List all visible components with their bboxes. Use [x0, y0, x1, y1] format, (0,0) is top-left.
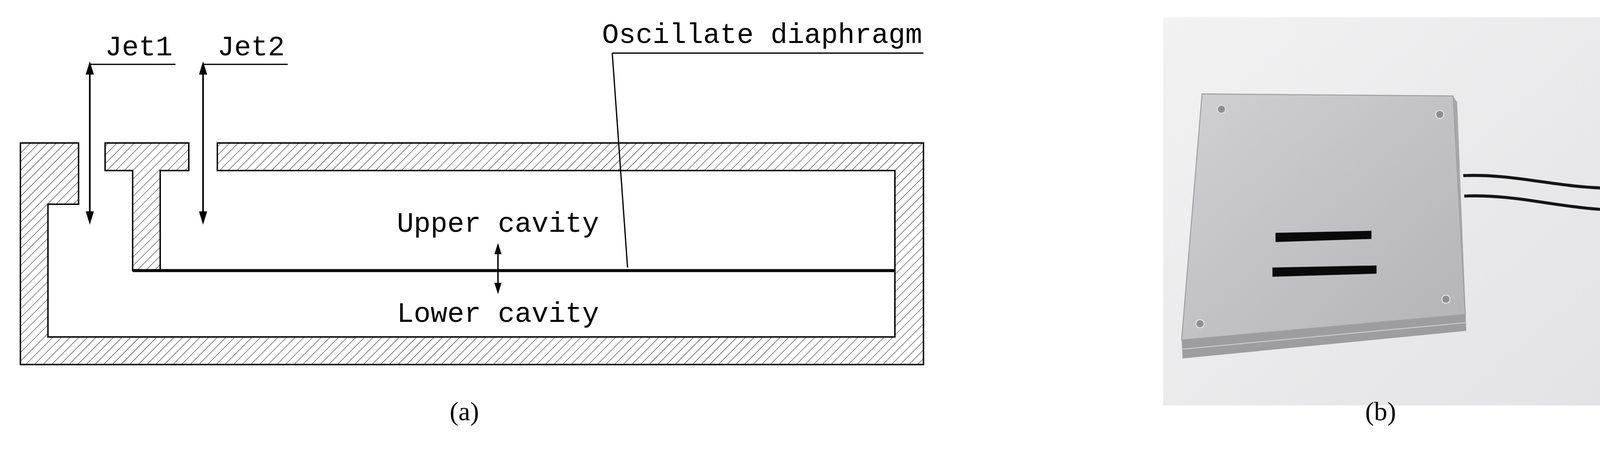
housing-wall [20, 142, 924, 365]
jet2-arrow [199, 61, 208, 225]
label-text: (b) [1365, 398, 1397, 425]
panel-label: (a) [449, 398, 479, 425]
label-text: Oscillate diaphragm [602, 21, 923, 50]
cavity-label: Lower cavity [396, 300, 600, 329]
diaphragm [132, 268, 895, 272]
label-text: Lower cavity [396, 300, 600, 329]
label-text: (a) [449, 398, 479, 425]
jet1-arrow [85, 61, 95, 225]
label-text: Jet2 [217, 33, 285, 62]
label-text: Jet1 [105, 33, 173, 62]
t-piece-wall [105, 142, 190, 271]
wire [1463, 175, 1600, 188]
jet-slot [1275, 230, 1372, 242]
wire [1464, 195, 1600, 210]
jet-slot [1272, 265, 1377, 277]
device-photo [1163, 17, 1600, 406]
screw [1441, 294, 1451, 304]
label-text: Upper cavity [396, 210, 600, 239]
part-label: Oscillate diaphragm [602, 21, 923, 50]
cavity-label: Upper cavity [396, 210, 600, 239]
jet-label: Jet1 [105, 33, 173, 62]
plate-top [1181, 93, 1466, 340]
screw [1195, 319, 1205, 328]
label-leaders [89, 53, 924, 268]
jet-label: Jet2 [217, 33, 285, 62]
panel-label: (b) [1365, 398, 1397, 425]
oscillation-arrow [494, 242, 502, 294]
screw [1217, 105, 1226, 114]
housing-section [20, 142, 924, 365]
screw [1435, 110, 1444, 119]
